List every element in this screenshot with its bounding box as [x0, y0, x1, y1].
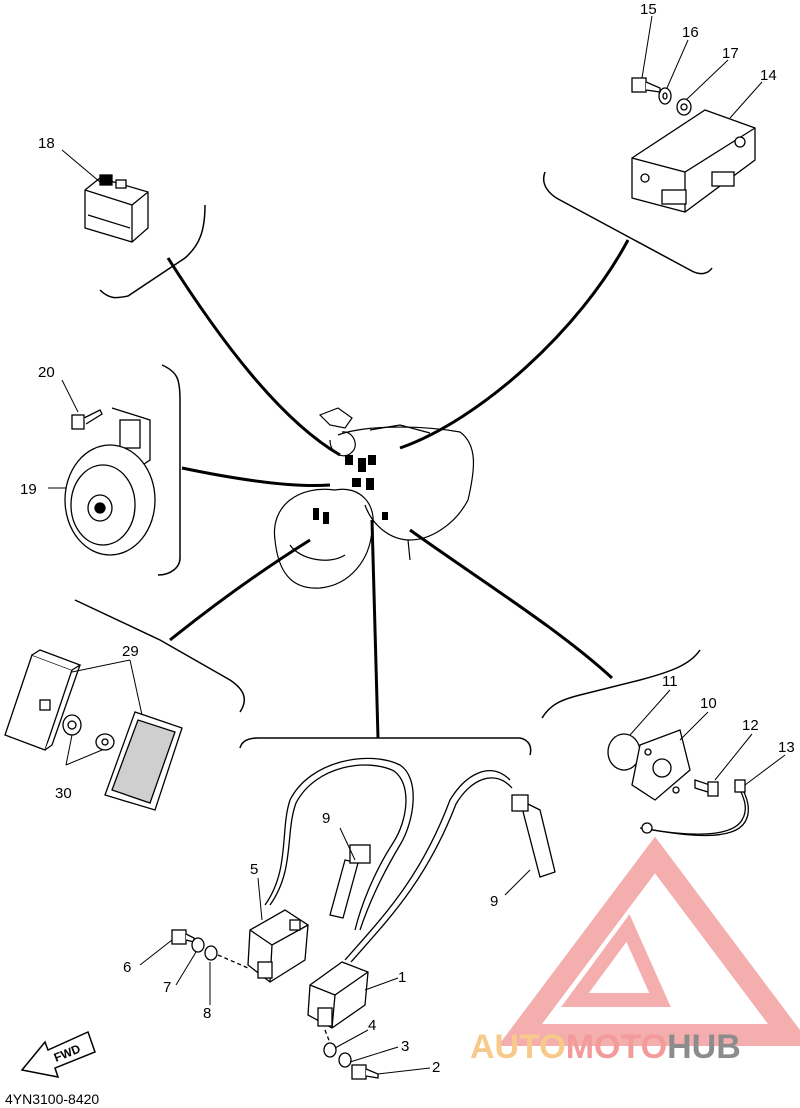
plug-cap-9-right — [511, 794, 556, 878]
label-13: 13 — [778, 739, 795, 756]
cdi-unit-14 — [631, 109, 756, 213]
relay-18 — [84, 174, 149, 243]
label-30: 30 — [55, 785, 72, 802]
horn-19 — [64, 407, 156, 556]
label-29: 29 — [122, 643, 139, 660]
label-1: 1 — [398, 969, 406, 986]
label-9-right: 9 — [490, 893, 498, 910]
label-8: 8 — [203, 1005, 211, 1022]
label-18: 18 — [38, 135, 55, 152]
label-4: 4 — [368, 1017, 376, 1034]
label-19: 19 — [20, 481, 37, 498]
sensor-10 — [631, 729, 691, 801]
label-17: 17 — [722, 45, 739, 62]
bolt-15 — [631, 77, 661, 93]
washer-16 — [658, 87, 672, 105]
label-11: 11 — [662, 673, 678, 690]
label-14: 14 — [760, 67, 777, 84]
engine-connectors — [313, 455, 388, 524]
watermark-hub: HUB — [667, 1028, 741, 1066]
fasteners-6-7-8 — [171, 929, 249, 969]
screw-12 — [694, 779, 719, 797]
high-tension-leads — [264, 757, 513, 963]
fwd-arrow: FWD — [20, 1030, 96, 1078]
ignition-coil-5 — [247, 909, 309, 983]
label-6: 6 — [123, 959, 131, 976]
label-16: 16 — [682, 24, 699, 41]
label-5: 5 — [250, 861, 258, 878]
automotohub-logo — [498, 836, 800, 1046]
reflector-29-right — [104, 711, 183, 811]
leader-lines — [166, 239, 630, 739]
part-labels: 1 2 3 4 5 6 7 8 9 9 10 11 12 13 14 15 16… — [20, 1, 795, 1076]
ignition-coil-1 — [307, 961, 369, 1029]
watermark-text: AUTOMOTOHUB — [470, 1028, 741, 1066]
washer-17 — [676, 98, 692, 116]
label-12: 12 — [742, 717, 759, 734]
label-3: 3 — [401, 1038, 409, 1055]
label-10: 10 — [700, 695, 717, 712]
nut-30 — [62, 714, 115, 751]
fasteners-2-3-4 — [323, 1029, 379, 1080]
group-brackets — [74, 171, 713, 756]
o-ring-11 — [607, 733, 641, 771]
reflector-29-left — [4, 649, 82, 751]
watermark-auto: AUTO — [470, 1028, 566, 1066]
label-20: 20 — [38, 364, 55, 381]
drawing-code: 4YN3100-8420 — [5, 1091, 99, 1107]
bolt-20 — [71, 409, 103, 430]
label-9-left: 9 — [322, 810, 330, 827]
label-7: 7 — [163, 979, 171, 996]
label-2: 2 — [432, 1059, 440, 1076]
lead-wire-13 — [639, 779, 749, 837]
label-leaders — [48, 15, 786, 1075]
watermark-moto: MOTO — [566, 1028, 667, 1066]
label-15: 15 — [640, 1, 657, 18]
plug-cap-9-left — [329, 844, 371, 919]
